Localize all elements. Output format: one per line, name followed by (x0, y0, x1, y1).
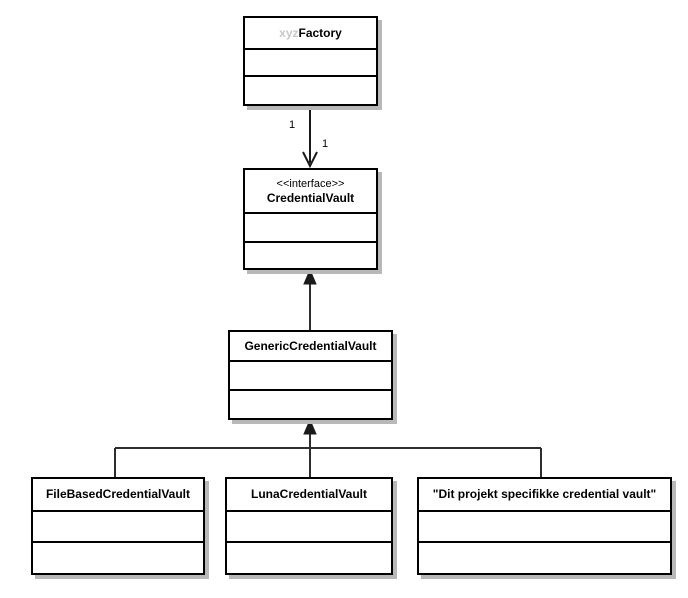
class-operations-compartment (227, 543, 391, 573)
class-box-xyz-factory[interactable]: xyzFactory (243, 16, 378, 106)
class-attributes-compartment (227, 512, 391, 543)
class-operations-compartment (419, 543, 670, 573)
generalization-subclasses-to-generic (114, 418, 542, 477)
class-title-project-specific-credentialvault: "Dit projekt specifikke credential vault… (432, 487, 657, 501)
class-name-compartment: xyzFactory (245, 18, 376, 50)
class-box-filebased-credentialvault[interactable]: FileBasedCredentialVault (31, 477, 205, 575)
class-box-project-specific-credentialvault[interactable]: "Dit projekt specifikke credential vault… (417, 477, 672, 575)
class-name-compartment: "Dit projekt specifikke credential vault… (419, 479, 670, 512)
class-title-credentialvault: CredentialVault (266, 190, 355, 205)
class-box-credentialvault-interface[interactable]: <<interface>> CredentialVault (243, 168, 378, 270)
class-stereotype-interface: <<interface>> (276, 177, 345, 190)
multiplicity-source: 1 (289, 119, 296, 131)
class-operations-compartment (33, 543, 203, 573)
class-attributes-compartment (230, 362, 391, 391)
class-title-xyz-factory: xyzFactory (279, 26, 342, 41)
class-attributes-compartment (33, 512, 203, 543)
association-factory-to-credentialvault (302, 106, 318, 169)
class-title-luna-credentialvault: LunaCredentialVault (250, 487, 368, 501)
class-box-luna-credentialvault[interactable]: LunaCredentialVault (225, 477, 393, 575)
class-operations-compartment (245, 77, 376, 104)
class-attributes-compartment (245, 50, 376, 77)
class-name-compartment: <<interface>> CredentialVault (245, 170, 376, 214)
class-operations-compartment (230, 391, 391, 418)
class-name-compartment: FileBasedCredentialVault (33, 479, 203, 512)
class-attributes-compartment (419, 512, 670, 543)
class-title-prefix: xyz (279, 25, 299, 40)
class-box-generic-credentialvault[interactable]: GenericCredentialVault (228, 330, 393, 420)
class-name-compartment: LunaCredentialVault (227, 479, 391, 512)
class-operations-compartment (245, 243, 376, 268)
multiplicity-target: 1 (322, 138, 329, 150)
class-title-filebased-credentialvault: FileBasedCredentialVault (45, 487, 191, 501)
class-attributes-compartment (245, 214, 376, 243)
class-title-main: Factory (298, 25, 342, 40)
class-title-generic-credentialvault: GenericCredentialVault (244, 338, 377, 353)
class-name-compartment: GenericCredentialVault (230, 332, 391, 362)
realization-generic-to-credentialvault (303, 268, 317, 330)
